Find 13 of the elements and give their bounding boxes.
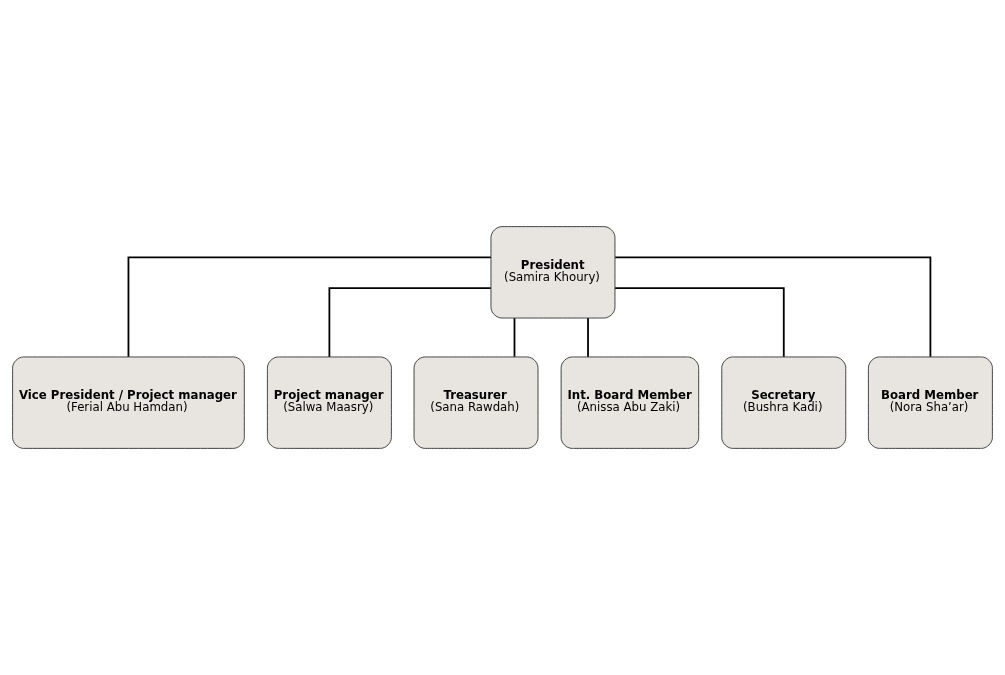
connector: [513, 317, 516, 358]
node-box: Treasurer (Sana Rawdah): [413, 356, 539, 449]
node-box: President (Samira Khoury): [490, 226, 616, 319]
connector: [614, 287, 785, 358]
node-box: Secretary (Bushra Kadi): [721, 356, 847, 449]
connector: [328, 287, 492, 358]
node-box: Int. Board Member (Anissa Abu Zaki): [560, 356, 700, 449]
node-box: Board Member (Nora Sha’ar): [867, 356, 993, 449]
connector: [614, 256, 932, 358]
node-box: Project manager (Salwa Maasry): [266, 356, 392, 449]
connector: [587, 317, 589, 358]
connector: [127, 256, 492, 358]
node-box: Vice President / Project manager (Ferial Abu Hamdan): [12, 356, 245, 449]
